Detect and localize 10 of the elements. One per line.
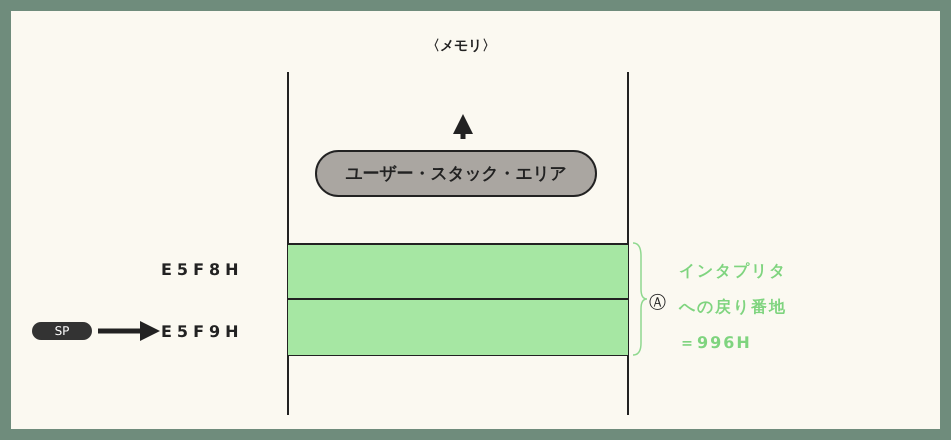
stack-area-pill: ユーザー・スタック・エリア: [315, 150, 597, 197]
arrow: [98, 321, 160, 341]
annotation-text: インタプリタへの戻り番地＝996H: [679, 260, 788, 354]
memory-cell: [288, 243, 628, 299]
address-label: E5F8H: [161, 260, 244, 279]
memory-cell: [288, 299, 628, 355]
callout-letter: Ⓐ: [649, 292, 666, 314]
title-label: 〈メモリ〉: [426, 37, 496, 55]
pointer-badge: SP: [32, 322, 92, 340]
address-label: E5F9H: [161, 320, 261, 342]
